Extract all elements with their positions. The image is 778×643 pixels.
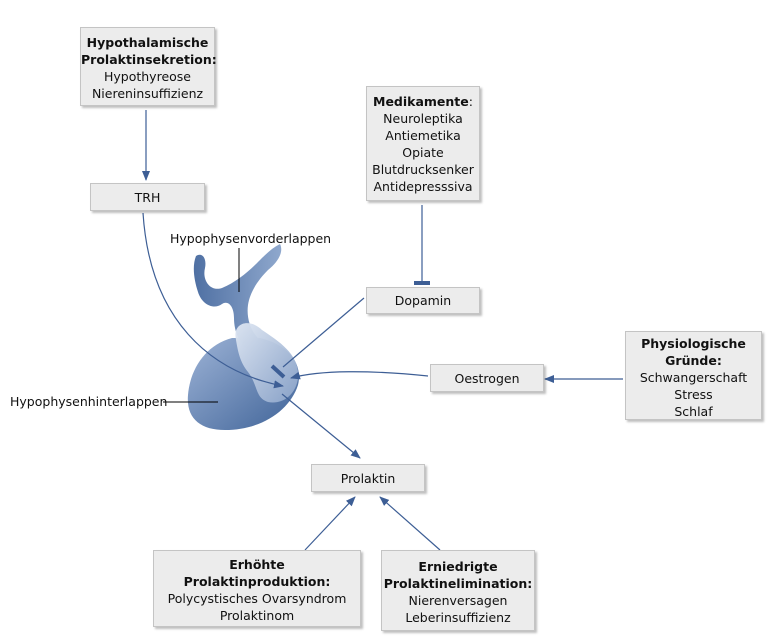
physiologisch-box: Physiologische Gründe: Schwangerschaft S… [625,331,762,420]
medikamente-item: Opiate [402,145,444,160]
trh-box: TRH [90,183,205,211]
dopamin-box: Dopamin [366,287,480,314]
arrow-oestrogen-pituitary [290,371,429,380]
produktion-title-2: Prolaktinproduktion: [183,574,331,589]
medikamente-item: Antiemetika [385,128,461,143]
elimination-item: Nierenversagen [408,593,508,608]
elimination-title-1: Erniedrigte [418,559,498,574]
produktion-item: Prolaktinom [219,608,295,623]
arrow-elimination-prolaktin [379,496,441,551]
arrow-produktion-prolaktin [304,496,356,551]
arrow-pituitary-prolaktin [281,393,361,459]
physiologisch-item: Schlaf [674,404,713,419]
prolaktin-box: Prolaktin [311,464,425,492]
arrow-dopamin-pituitary [282,297,365,368]
elimination-item: Leberinsuffizienz [405,610,511,625]
hypothalamus-item: Hypothyreose [103,69,191,84]
inhibit-bar-pituitary [270,364,286,379]
pituitary-stalk [193,244,282,352]
physiologisch-title-1: Physiologische [641,336,746,351]
trh-label: TRH [134,189,161,205]
hypothalamus-title-2: Prolaktinsekretion: [81,52,217,67]
hypothalamus-title-1: Hypothalamische [86,35,209,50]
medikamente-item: Blutdrucksenker [372,162,474,177]
elimination-title-2: Prolaktinelimination: [383,576,533,591]
elimination-box: Erniedrigte Prolaktinelimination: Nieren… [381,550,535,631]
medikamente-item: Neuroleptika [383,111,463,126]
medikamente-title: Medikamente [373,94,469,109]
arrow-trh-pituitary [142,212,284,389]
prolaktin-label: Prolaktin [340,470,396,486]
physiologisch-item: Schwangerschaft [639,370,748,385]
dopamin-label: Dopamin [394,293,452,308]
medikamente-colon: : [468,94,473,109]
produktion-title-1: Erhöhte [229,557,285,572]
produktion-item: Polycystisches Ovarsyndrom [167,591,347,606]
medikamente-box: Medikamente: Neuroleptika Antiemetika Op… [366,86,480,201]
oestrogen-box: Oestrogen [430,364,544,392]
hypothalamus-box: Hypothalamische Prolaktinsekretion: Hypo… [80,27,217,106]
physiologisch-title-2: Gründe: [665,353,722,368]
label-hinterlappen: Hypophysenhinterlappen [10,394,168,409]
produktion-box: Erhöhte Prolaktinproduktion: Polycystisc… [153,550,361,627]
oestrogen-label: Oestrogen [454,370,520,386]
hypothalamus-item: Niereninsuffizienz [91,86,204,101]
medikamente-item: Antidepresssiva [373,179,473,194]
label-vorderlappen: Hypophysenvorderlappen [170,231,332,246]
physiologisch-item: Stress [674,387,713,402]
